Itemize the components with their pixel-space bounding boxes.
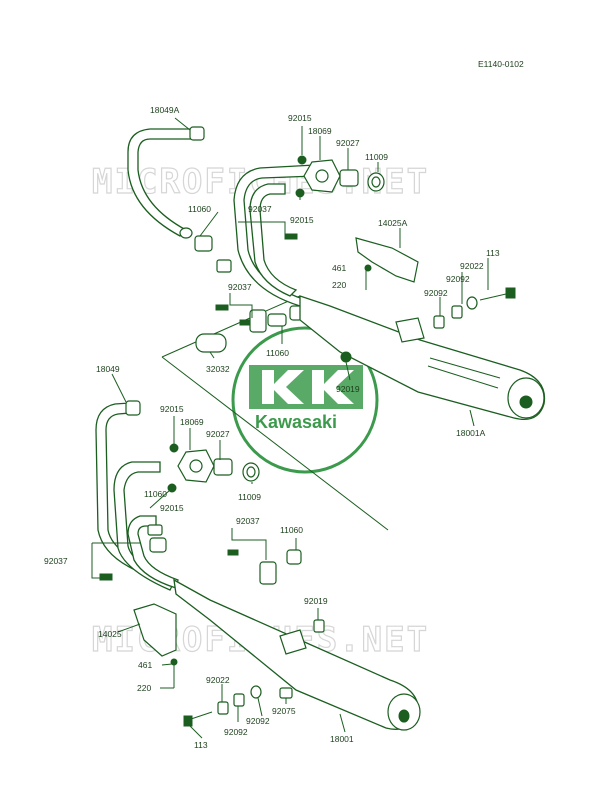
part-label: 11060 — [144, 489, 167, 499]
part-label: 92092 — [224, 727, 248, 737]
upper-part-labels: 18049A 92015 18069 92027 11009 11060 920… — [150, 105, 500, 438]
part-label: 11060 — [280, 525, 303, 535]
part-label: 11060 — [266, 348, 289, 358]
part-label: 92015 — [160, 404, 184, 414]
part-label: 92022 — [206, 675, 230, 685]
part-label: 113 — [194, 740, 208, 750]
part-label: 461 — [332, 263, 346, 273]
diagram-code: E1140-0102 — [478, 59, 524, 69]
part-label: 11060 — [188, 204, 211, 214]
part-label: 92037 — [248, 204, 272, 214]
brand-name: Kawasaki — [255, 412, 337, 432]
part-label: 14025A — [378, 218, 408, 228]
part-label: 92019 — [336, 384, 360, 394]
leader-lines — [91, 117, 489, 739]
part-label: 18001A — [456, 428, 486, 438]
part-label: 32032 — [206, 364, 230, 374]
part-label: 92027 — [336, 138, 360, 148]
part-label: 18049 — [96, 364, 120, 374]
part-label: 92037 — [228, 282, 252, 292]
part-label: 92092 — [446, 274, 470, 284]
part-label: 92037 — [44, 556, 68, 566]
kawasaki-logo: Kawasaki — [231, 326, 379, 474]
part-label: 92092 — [246, 716, 270, 726]
part-label: 18049A — [150, 105, 180, 115]
part-label: 92037 — [236, 516, 260, 526]
part-label: 14025 — [98, 629, 122, 639]
part-label: 92027 — [206, 429, 230, 439]
part-label: 220 — [137, 683, 151, 693]
part-label: 92092 — [424, 288, 448, 298]
lower-part-labels: 18049 92015 18069 92027 11009 11060 9201… — [44, 364, 354, 750]
upper-assembly — [127, 126, 546, 421]
part-label: 92015 — [290, 215, 314, 225]
part-label: 220 — [332, 280, 346, 290]
part-label: 113 — [486, 248, 500, 258]
part-label: 11009 — [238, 492, 261, 502]
part-label: 18069 — [308, 126, 332, 136]
part-label: 92015 — [160, 503, 184, 513]
part-label: 461 — [138, 660, 152, 670]
part-label: 92019 — [304, 596, 328, 606]
part-label: 11009 — [365, 152, 388, 162]
part-label: 92075 — [272, 706, 296, 716]
part-label: 18001 — [330, 734, 354, 744]
lower-assembly — [95, 400, 421, 731]
part-label: 92022 — [460, 261, 484, 271]
part-label: 92015 — [288, 113, 312, 123]
part-label: 18069 — [180, 417, 204, 427]
